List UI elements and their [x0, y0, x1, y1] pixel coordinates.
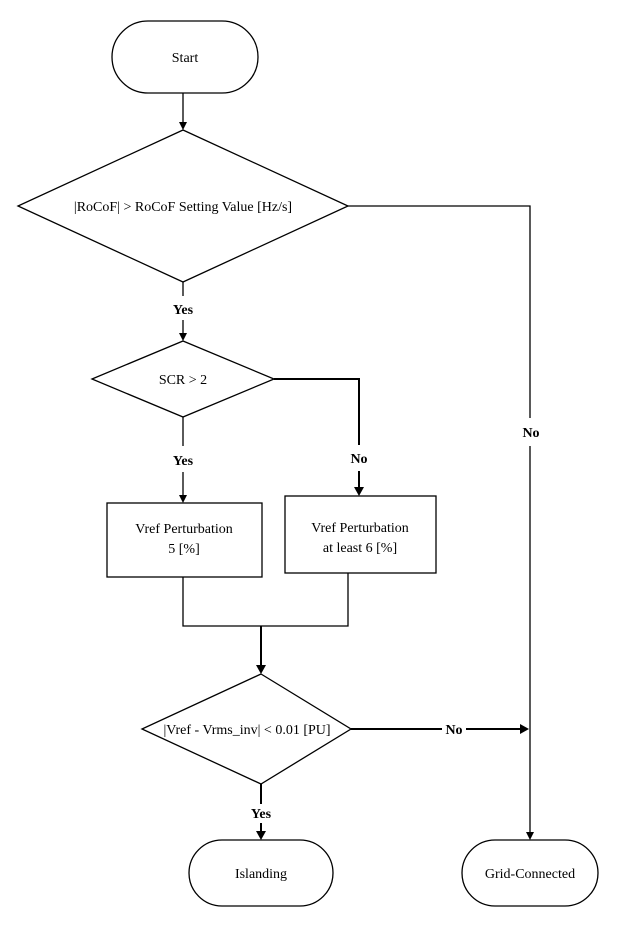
vref-perturbation-6-box	[284, 495, 437, 574]
grid-connected-label: Grid-Connected	[485, 867, 575, 882]
scr-yes-label: Yes	[173, 454, 194, 469]
arrowhead	[179, 122, 187, 130]
start-terminator	[111, 20, 259, 94]
vref-perturbation-5-box	[106, 502, 263, 578]
scr-decision-label: SCR > 2	[159, 373, 207, 388]
arrowhead	[179, 495, 187, 503]
rocof-no-label: No	[522, 426, 539, 441]
connector-merge	[182, 573, 349, 627]
grid-connected-terminator	[461, 839, 599, 907]
vref-6-line2: at least 6 [%]	[323, 541, 397, 556]
vref-check-label: |Vref - Vrms_inv| < 0.01 [PU]	[163, 723, 330, 738]
scr-no-label: No	[350, 452, 367, 467]
arrowhead	[256, 665, 266, 674]
connector-rocof-no	[348, 205, 531, 418]
arrowhead	[520, 724, 529, 734]
arrowhead	[354, 487, 364, 496]
islanding-label: Islanding	[235, 867, 287, 882]
rocof-decision-label: |RoCoF| > RoCoF Setting Value [Hz/s]	[74, 200, 292, 215]
arrowhead	[526, 832, 534, 840]
start-label: Start	[172, 51, 199, 66]
connector-scr-no	[274, 378, 360, 445]
arrowhead	[256, 831, 266, 840]
vref-yes-label: Yes	[251, 807, 272, 822]
arrowhead	[179, 333, 187, 341]
vref-5-line1: Vref Perturbation	[135, 522, 233, 537]
vref-5-line2: 5 [%]	[168, 542, 200, 557]
rocof-yes-label: Yes	[173, 303, 194, 318]
islanding-terminator	[188, 839, 334, 907]
vref-no-label: No	[445, 723, 462, 738]
vref-6-line1: Vref Perturbation	[311, 521, 409, 536]
